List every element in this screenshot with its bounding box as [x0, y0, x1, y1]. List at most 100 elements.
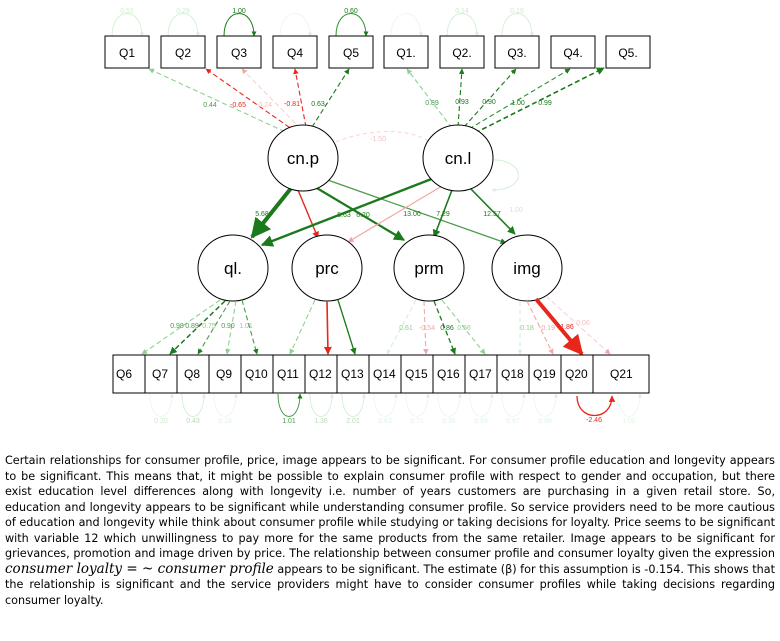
loading-label: 0.56 [457, 325, 471, 332]
loading-label: 0.44 [203, 102, 217, 109]
structural-path [250, 185, 294, 239]
loading-path [197, 300, 231, 355]
latent-label: cn.p [287, 149, 319, 168]
indicator-label: Q1. [396, 46, 415, 60]
variance-loop [213, 393, 238, 417]
bottom-indicator-labels: Q6 Q7 Q8 Q9 Q10 Q11 Q12 Q13 Q14 Q15 Q16 … [116, 367, 633, 381]
indicator-label: Q3. [507, 46, 526, 60]
structural-path [469, 187, 516, 235]
variance-label: 1.00 [232, 8, 246, 15]
variance-label: 0.60 [344, 8, 358, 15]
variance-label: 0.98 [538, 418, 552, 425]
indicator-box [494, 35, 540, 69]
latent-label: ql. [224, 259, 242, 278]
indicator-box [400, 354, 434, 394]
variance-label: 1.36 [314, 418, 328, 425]
variance-loop [335, 13, 369, 37]
structural-path [347, 185, 443, 243]
variance-loop [277, 393, 303, 417]
loading-path [289, 299, 316, 355]
loading-label: 0.99 [538, 100, 552, 107]
variance-loop [501, 13, 534, 37]
indicator-label: Q4 [287, 46, 303, 60]
loading-label: 1.01 [239, 323, 253, 330]
loading-path [337, 299, 357, 355]
loading-label: 0.89 [185, 323, 199, 330]
loading-path [225, 300, 237, 355]
variance-loop [111, 13, 144, 37]
variance-label: 0.43 [186, 418, 200, 425]
latent-label: prm [414, 259, 443, 278]
variance-loop [576, 395, 616, 417]
indicator-box [439, 35, 485, 69]
variance-label: 1.00 [622, 418, 636, 425]
indicator-label: Q2. [452, 46, 471, 60]
top-variance-labels: 0.51 0.29 1.00 0.60 0.14 0.19 [120, 8, 524, 15]
indicator-box [383, 35, 429, 69]
indicator-box [592, 354, 650, 394]
latent-node-ql [197, 234, 269, 302]
latent-nodes [197, 124, 563, 302]
loading-label: -0.65 [230, 102, 246, 109]
indicator-box [464, 354, 498, 394]
loading-label: 0.93 [455, 99, 469, 106]
bottom-variance-loops [149, 393, 642, 417]
latent-label: prc [315, 259, 339, 278]
structural-path [432, 189, 453, 238]
variance-label: 0.71 [410, 418, 424, 425]
loading-label: -0.19 [539, 325, 555, 332]
indicator-label: Q7 [152, 367, 168, 381]
variance-loop [405, 393, 430, 417]
loading-path [545, 295, 611, 355]
loading-path [406, 68, 453, 129]
loading-path [463, 68, 517, 128]
variance-loop [279, 13, 312, 37]
loading-path [293, 68, 307, 128]
bottom-loading-labels: 0.98 0.89 0.75 0.90 1.01 0.61 -0.54 0.86… [170, 320, 590, 332]
structural-path [297, 189, 319, 239]
variance-loop [437, 393, 462, 417]
loading-label: -0.24 [256, 102, 272, 109]
caption-text-after-formula: appears to be significant. The estimate … [5, 562, 776, 607]
variance-label: 0.19 [510, 8, 524, 15]
path-label: 6.20 [356, 212, 370, 219]
loading-label: -0.54 [419, 325, 435, 332]
formula-expression: consumer loyalty = ~ consumer profile [5, 560, 274, 577]
latent-covariance-label: -1.50 [370, 136, 386, 143]
variance-label: 0.20 [154, 418, 168, 425]
indicator-label: Q11 [277, 367, 299, 381]
top-loading-labels: 0.44 -0.65 -0.24 -0.81 0.63 0.89 0.93 0.… [203, 99, 552, 109]
loading-path [474, 67, 605, 134]
variance-loop [533, 393, 558, 417]
indicator-label: Q19 [533, 367, 556, 381]
loading-label: 0.89 [425, 100, 439, 107]
loading-label: 0.86 [440, 325, 454, 332]
loading-path [423, 300, 429, 355]
indicator-label: Q18 [501, 367, 524, 381]
indicator-box [176, 354, 210, 394]
variance-label: 1.01 [282, 418, 296, 425]
indicator-label: Q9 [216, 367, 232, 381]
indicator-box [605, 35, 651, 69]
indicator-box [560, 354, 594, 394]
loading-label: 0.90 [482, 99, 496, 106]
variance-loop [501, 393, 526, 417]
indicator-label: Q10 [245, 367, 268, 381]
loading-label: 1.86 [560, 324, 574, 331]
indicator-box [144, 354, 178, 394]
structural-path [309, 183, 405, 241]
loading-path [526, 300, 554, 355]
indicator-box [112, 354, 146, 394]
sem-path-diagram: 0.51 0.29 1.00 0.60 0.14 0.19 Q1 Q2 Q3 Q… [104, 8, 651, 425]
loading-path [169, 300, 226, 355]
indicator-box [272, 35, 318, 69]
loading-label: 0.90 [221, 323, 235, 330]
path-label: 12.57 [483, 211, 501, 218]
top-variance-loops [111, 13, 534, 37]
indicator-label: Q13 [341, 367, 364, 381]
latent-labels: cn.p cn.l ql. prc prm img [224, 149, 541, 278]
variance-label: 0.29 [176, 8, 190, 15]
path-label: 5.68 [255, 211, 269, 218]
loading-path [534, 297, 584, 356]
variance-loop [469, 393, 494, 417]
